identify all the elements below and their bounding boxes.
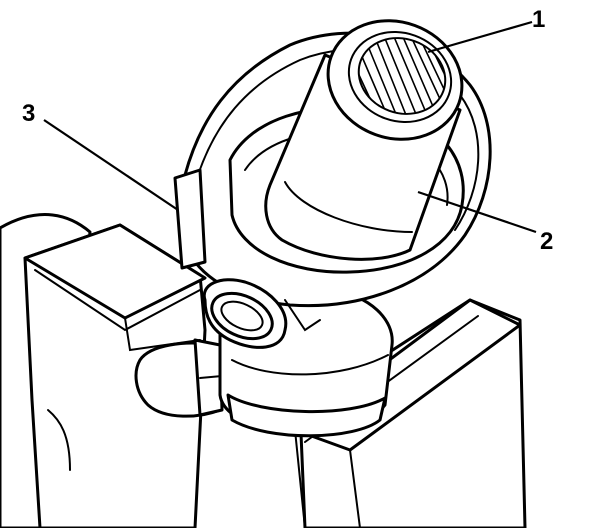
vise-jaw-left [0,213,207,528]
leader-line-1 [427,20,533,54]
socket-splines [351,29,457,126]
callout-3: 3 [22,100,36,127]
leader-line-2 [417,190,537,234]
callout-2: 2 [540,228,554,255]
support-pin [134,338,224,418]
leader-line-3 [43,119,179,211]
callout-1: 1 [532,6,546,33]
socket-tool [264,19,464,261]
